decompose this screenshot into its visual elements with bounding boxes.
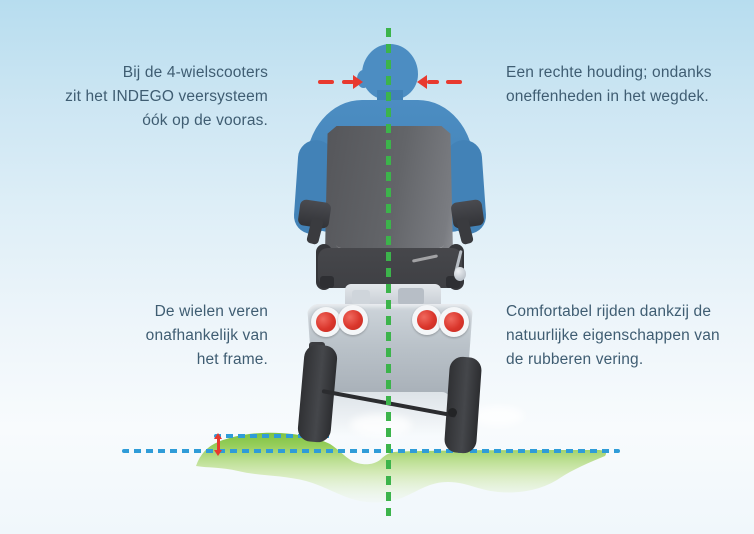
- mechanism-detail: [352, 290, 370, 305]
- annotation-line: Comfortabel rijden dankzij de: [506, 303, 712, 320]
- annotation-rubber-suspension: Comfortabel rijden dankzij de natuurlijk…: [506, 300, 736, 372]
- posture-arrow-right: [446, 80, 462, 84]
- highlight-puff: [350, 414, 412, 436]
- bump-level-line: [214, 434, 332, 438]
- annotation-line: oneffenheden in het wegdek.: [506, 88, 709, 105]
- tail-light: [311, 307, 341, 337]
- height-gap-arrow: [217, 437, 220, 451]
- tail-light: [338, 305, 368, 335]
- annotation-line: óók op de vooras.: [142, 112, 268, 129]
- annotation-independent-wheels: De wielen veren onafhankelijk van het fr…: [68, 300, 268, 372]
- highlight-puff: [472, 406, 524, 426]
- seat-mount-left: [320, 276, 334, 288]
- left-arrow-icon: [417, 75, 427, 89]
- annotation-line: onafhankelijk van: [145, 327, 268, 344]
- ground-level-line: [122, 449, 620, 453]
- center-axis-line: [386, 28, 391, 516]
- tail-light: [412, 305, 442, 335]
- annotation-line: zit het INDEGO veersysteem: [65, 88, 268, 105]
- tail-light: [439, 307, 469, 337]
- annotation-front-suspension: Bij de 4-wielscooters zit het INDEGO vee…: [38, 61, 268, 133]
- annotation-line: de rubberen vering.: [506, 351, 644, 368]
- annotation-line: Een rechte houding; ondanks: [506, 64, 712, 81]
- height-gap-arrow: [214, 433, 222, 439]
- annotation-line: Bij de 4-wielscooters: [122, 64, 268, 81]
- annotation-line: De wielen veren: [154, 303, 268, 320]
- axle-joint: [448, 408, 457, 417]
- annotation-line: natuurlijke eigenschappen van: [506, 327, 720, 344]
- annotation-line: het frame.: [196, 351, 268, 368]
- height-gap-arrow: [214, 450, 222, 456]
- posture-arrow-left: [318, 80, 334, 84]
- posture-arrow-right: [427, 80, 439, 84]
- annotation-upright-posture: Een rechte houding; ondanks oneffenheden…: [506, 61, 736, 109]
- posture-arrow-left: [342, 80, 354, 84]
- right-arrow-icon: [353, 75, 363, 89]
- mechanism-detail: [398, 288, 424, 305]
- seat-lever-knob: [454, 267, 466, 281]
- wheel-right: [443, 356, 483, 454]
